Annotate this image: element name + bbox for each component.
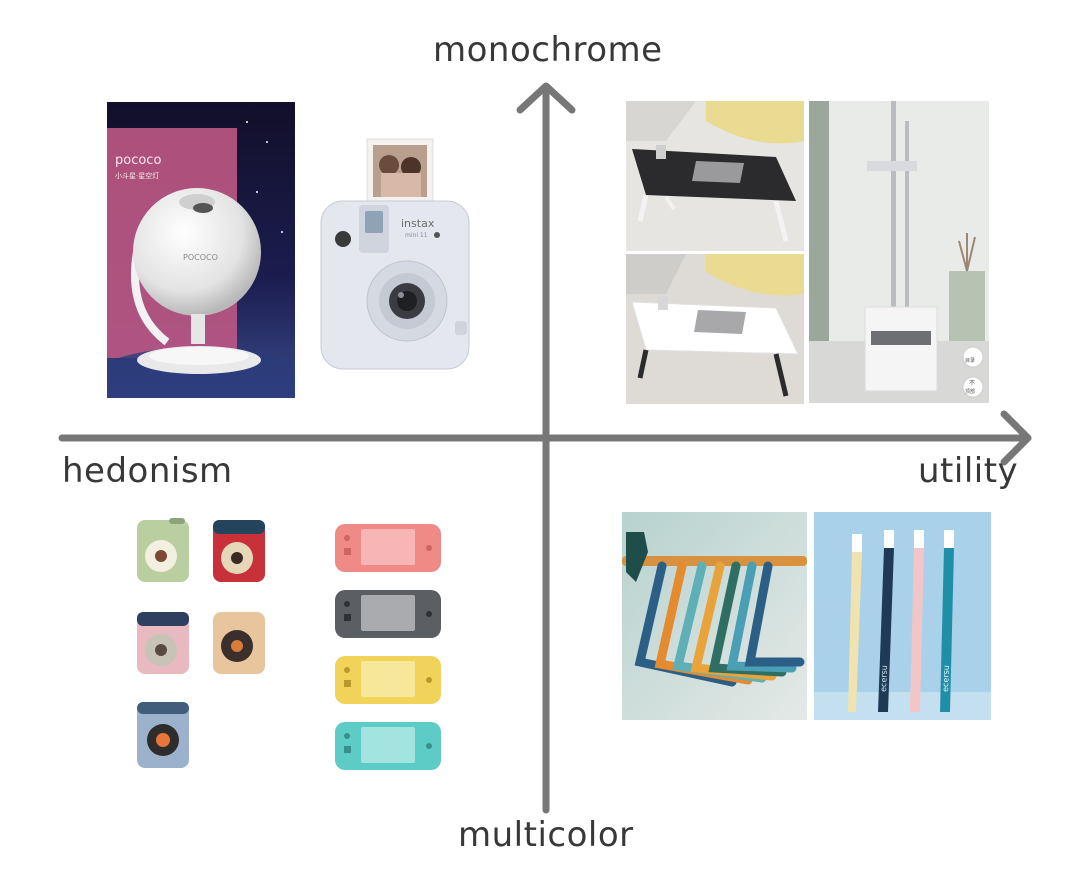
speaker-red xyxy=(213,520,265,582)
horizontal-axis-arrowhead xyxy=(1000,410,1032,466)
axis-label-bottom: multicolor xyxy=(458,815,634,855)
projector-brand-sub-text: 小斗星·星空灯 xyxy=(115,171,159,180)
axis-label-right: utility xyxy=(918,451,1019,491)
projector-brand-text: pococo xyxy=(115,153,161,168)
mop-side-button-catalog-text: 目录 xyxy=(965,357,975,364)
black-laptop-desk-photo xyxy=(626,101,804,251)
camera-model-text: mini 11 xyxy=(405,232,428,239)
toothbrush-brand-text-right: ecersu xyxy=(941,665,951,692)
axis-label-top: monochrome xyxy=(433,30,663,70)
speaker-tan xyxy=(213,612,265,674)
white-laptop-desk-photo xyxy=(626,254,804,404)
handheld-consoles-photo xyxy=(333,520,443,776)
vertical-axis-arrowhead xyxy=(516,82,576,114)
mop-side-button-top-mark: 不 xyxy=(969,380,975,387)
mop-bucket-photo: 目录 不 顶部 xyxy=(809,101,989,403)
colorful-hangers-photo xyxy=(622,512,807,720)
toothbrush-yellow xyxy=(848,534,862,712)
projector-body-text: POCOCO xyxy=(183,253,218,262)
retro-speakers-photo xyxy=(133,512,273,774)
console-turquoise xyxy=(335,722,441,770)
console-coral xyxy=(335,524,441,572)
speaker-pink xyxy=(137,612,189,674)
toothbrush-teal: ecersu xyxy=(940,530,954,712)
speaker-green xyxy=(137,518,189,582)
instant-camera-photo: instax mini 11 xyxy=(315,135,475,375)
toothbrush-pink xyxy=(910,530,924,712)
speaker-blue xyxy=(137,702,189,768)
toothbrush-navy: ecersu xyxy=(878,530,894,712)
toothbrush-brand-text-left: ecersu xyxy=(879,665,889,692)
axis-label-left: hedonism xyxy=(62,451,233,491)
console-gray xyxy=(335,590,441,638)
mop-side-button-top-text: 顶部 xyxy=(965,388,975,395)
console-yellow xyxy=(335,656,441,704)
camera-brand-text: instax xyxy=(401,217,435,230)
toothbrushes-photo: ecersu ecersu xyxy=(814,512,991,720)
star-projector-photo: pococo 小斗星·星空灯 POCOCO xyxy=(107,102,295,398)
